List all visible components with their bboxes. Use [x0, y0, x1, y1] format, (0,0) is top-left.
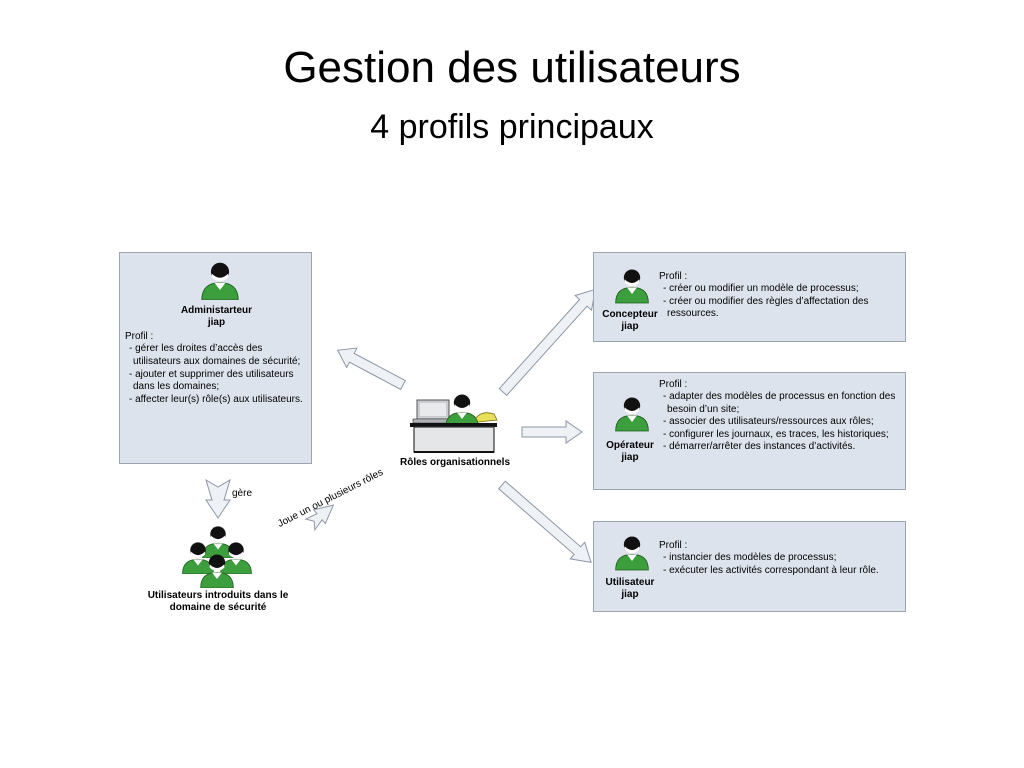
list-item: configurer les journaux, es traces, les … [659, 429, 899, 442]
utilisateur-name: Utilisateur jiap [594, 577, 666, 601]
arrow-to-utilisateur [498, 480, 592, 564]
page-subtitle: 4 profils principaux [370, 108, 654, 146]
list-item: créer ou modifier des règles d’affectati… [659, 296, 899, 321]
admin-name: Administarteur jiap [120, 305, 313, 329]
admin-profile-list: gérer les droites d’accès des utilisateu… [125, 343, 305, 407]
admin-user-icon [201, 262, 239, 300]
operateur-profile: Profil : adapter des modèles de processu… [659, 379, 899, 454]
concepteur-profile-list: créer ou modifier un modèle de processus… [659, 283, 899, 321]
arrow-gere [205, 478, 231, 519]
concepteur-name: Concepteur jiap [594, 309, 666, 333]
list-item: démarrer/arrêter des instances d’activit… [659, 441, 899, 454]
users-group-label-line2: domaine de sécurité [169, 602, 267, 613]
arrow-to-admin [336, 347, 407, 391]
utilisateur-profile-title: Profil : [659, 540, 688, 551]
operateur-name-line2: jiap [621, 452, 639, 463]
operateur-profile-box: Opérateur jiap Profil : adapter des modè… [593, 372, 906, 490]
list-item: adapter des modèles de processus en fonc… [659, 391, 899, 416]
admin-profile-title: Profil : [125, 331, 154, 342]
admin-name-line2: jiap [207, 317, 226, 328]
operateur-name-line1: Opérateur [606, 440, 654, 451]
admin-profile: Profil : gérer les droites d’accès des u… [125, 331, 305, 407]
concepteur-profile-box: Concepteur jiap Profil : créer ou modifi… [593, 252, 906, 342]
list-item: affecter leur(s) rôle(s) aux utilisateur… [125, 394, 305, 407]
concepteur-name-line2: jiap [621, 321, 639, 332]
users-group-label-line1: Utilisateurs introduits dans le [147, 590, 289, 601]
operateur-profile-title: Profil : [659, 379, 688, 390]
concepteur-profile: Profil : créer ou modifier un modèle de … [659, 271, 899, 321]
roles-workstation-icon [410, 394, 498, 453]
admin-profile-box: Administarteur jiap Profil : gérer les d… [119, 252, 312, 464]
operateur-name: Opérateur jiap [594, 440, 666, 464]
list-item: gérer les droites d’accès des utilisateu… [125, 343, 305, 369]
operateur-profile-list: adapter des modèles de processus en fonc… [659, 391, 899, 454]
concepteur-user-icon [615, 269, 649, 304]
roles-label: Rôles organisationnels [399, 457, 511, 468]
list-item: ajouter et supprimer des utilisateurs da… [125, 369, 305, 395]
utilisateur-profile-box: Utilisateur jiap Profil : instancier des… [593, 521, 906, 612]
gere-label: gère [232, 488, 253, 499]
list-item: créer ou modifier un modèle de processus… [659, 283, 899, 296]
utilisateur-user-icon [615, 535, 649, 571]
arrow-to-operateur [521, 420, 583, 444]
utilisateur-name-line1: Utilisateur [605, 577, 655, 588]
admin-name-line1: Administarteur [180, 305, 253, 316]
list-item: instancier des modèles de processus; [659, 552, 899, 565]
page-title: Gestion des utilisateurs [283, 43, 741, 92]
list-item: associer des utilisateurs/ressources aux… [659, 416, 899, 429]
operateur-user-icon [615, 397, 649, 432]
users-group-icon [182, 525, 252, 588]
arrow-to-concepteur [498, 288, 596, 397]
users-group-label: Utilisateurs introduits dans le domaine … [128, 590, 308, 614]
utilisateur-profile: Profil : instancier des modèles de proce… [659, 540, 899, 577]
utilisateur-name-line2: jiap [621, 589, 639, 600]
arrow-joue [304, 504, 335, 532]
list-item: exécuter les activités correspondant à l… [659, 565, 899, 578]
concepteur-profile-title: Profil : [659, 271, 688, 282]
concepteur-name-line1: Concepteur [602, 309, 658, 320]
utilisateur-profile-list: instancier des modèles de processus; exé… [659, 552, 899, 577]
